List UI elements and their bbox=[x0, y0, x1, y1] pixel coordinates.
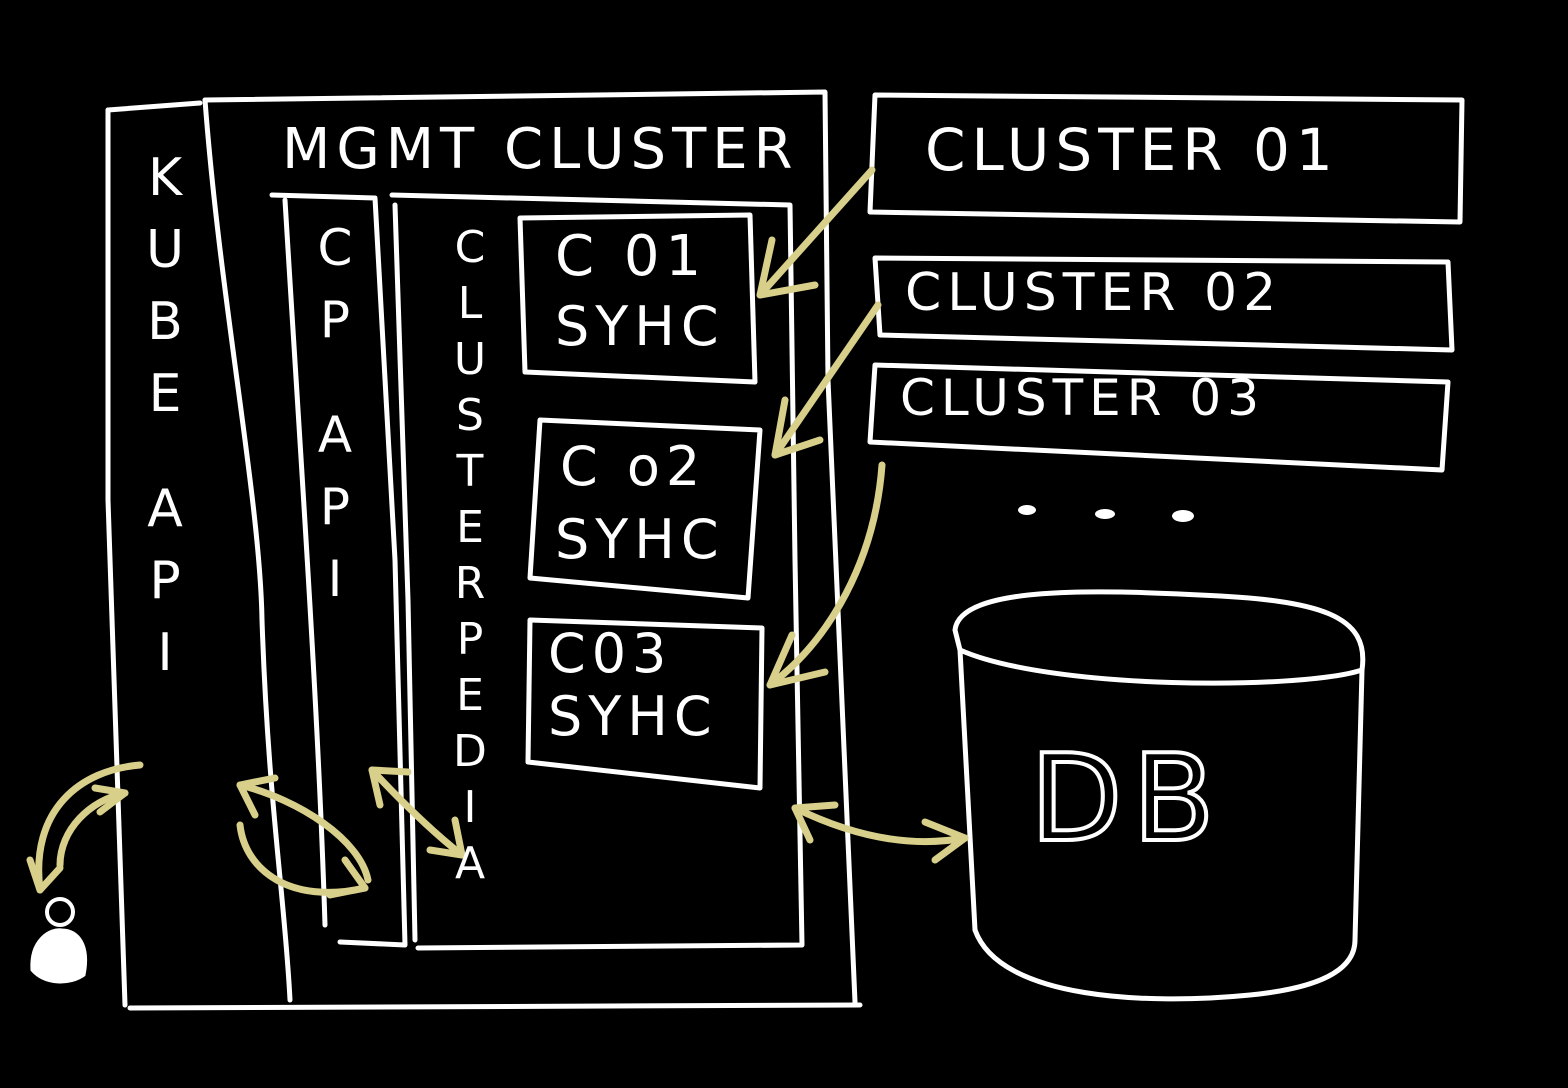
label-letter: P bbox=[320, 291, 350, 349]
label-letter: I bbox=[157, 623, 172, 683]
label-letter: B bbox=[147, 292, 183, 352]
label-letter: E bbox=[456, 670, 484, 721]
label-letter: C bbox=[318, 219, 353, 277]
label-letter: A bbox=[147, 479, 183, 539]
db-cylinder bbox=[952, 589, 1366, 1002]
label-letter: I bbox=[464, 782, 477, 833]
label-letter: A bbox=[455, 838, 485, 889]
arrow-user-kube-api bbox=[26, 761, 144, 894]
clusterpedia-box bbox=[389, 192, 805, 951]
user-icon bbox=[30, 897, 87, 984]
label-letter: E bbox=[149, 364, 182, 424]
label-letter: P bbox=[457, 614, 484, 665]
arrow-cluster01-to-syncer1 bbox=[756, 166, 876, 299]
cp-api-box bbox=[269, 192, 408, 948]
syncer-box-1 bbox=[517, 212, 758, 385]
syncer-2-line1: C o2 bbox=[560, 435, 706, 498]
syncer-box-2 bbox=[527, 417, 763, 601]
mgmt-cluster-label: MGMT CLUSTER bbox=[282, 117, 799, 182]
label-letter: U bbox=[454, 334, 486, 385]
syncer-3-line2: SYHC bbox=[548, 685, 718, 748]
label-letter: T bbox=[456, 446, 484, 497]
label-letter: K bbox=[148, 148, 184, 208]
label-letter: A bbox=[318, 406, 352, 464]
syncer-box-3 bbox=[525, 617, 765, 791]
arrow-cluster03-to-syncer3 bbox=[766, 461, 886, 689]
cluster-box-3 bbox=[867, 362, 1451, 473]
kube-api-box bbox=[105, 100, 863, 1011]
label-letter: P bbox=[320, 478, 350, 536]
label-letter: U bbox=[146, 220, 184, 280]
cluster-2-label: CLUSTER 02 bbox=[905, 263, 1282, 323]
ellipsis bbox=[1018, 505, 1194, 522]
label-letter: L bbox=[458, 278, 483, 329]
cluster-1-label: CLUSTER 01 bbox=[925, 116, 1339, 184]
label-letter: I bbox=[328, 550, 343, 608]
label-letter: P bbox=[149, 551, 180, 611]
label-letter: S bbox=[456, 390, 484, 441]
syncer-1-line1: C 01 bbox=[555, 224, 707, 289]
arrow-cp-clusterpedia bbox=[368, 766, 466, 859]
mgmt-cluster-box: MGMT CLUSTER bbox=[202, 89, 858, 1005]
syncer-3-line1: C03 bbox=[548, 622, 672, 685]
db-label: DB bbox=[1030, 730, 1225, 869]
syncer-2-line2: SYHC bbox=[555, 508, 725, 571]
arrow-clusterpedia-db bbox=[791, 801, 969, 864]
arrow-cluster02-to-syncer2 bbox=[771, 301, 882, 459]
arrow-kube-cp-api bbox=[236, 774, 372, 899]
label-letter: R bbox=[455, 558, 486, 609]
label-letter: D bbox=[453, 726, 487, 777]
syncer-1-line2: SYHC bbox=[555, 295, 725, 358]
label-letter: C bbox=[455, 222, 486, 273]
label-letter: E bbox=[456, 502, 484, 553]
cluster-3-label: CLUSTER 03 bbox=[900, 369, 1265, 427]
